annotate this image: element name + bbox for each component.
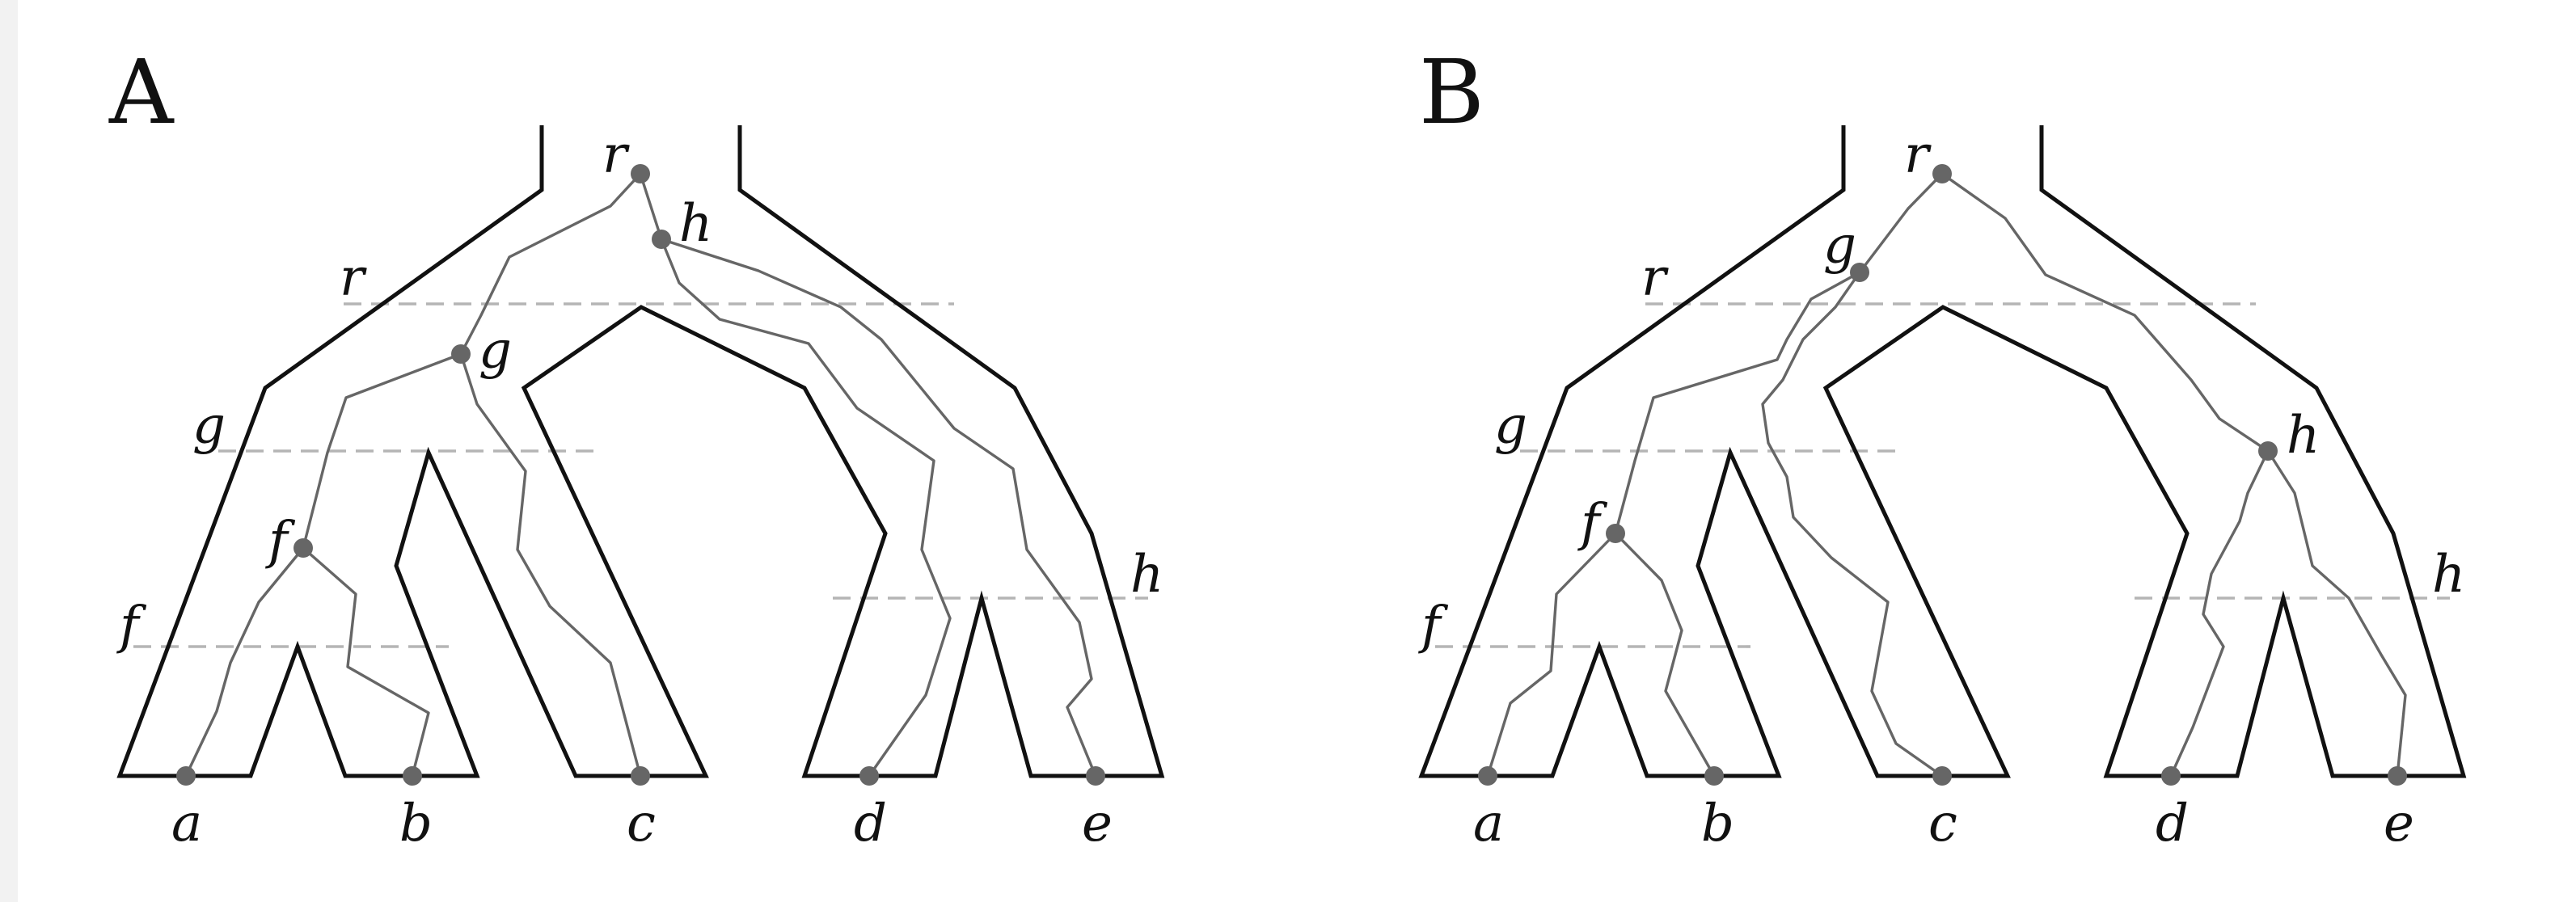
panel-a-leaf-node-b: [403, 766, 422, 786]
panel-a-gene-label-h: h: [679, 194, 712, 254]
panel-a-gene-edge-h-e: [661, 238, 1097, 777]
panel-a-gene-edge-g-f: [302, 352, 462, 549]
panel-a-species-label-g: g: [192, 396, 226, 456]
panel-b-gene-label-g: g: [1823, 216, 1856, 276]
panel-b-leaf-label-a: a: [1473, 794, 1504, 854]
panel-a-species-label-h: h: [1130, 545, 1163, 605]
panel-b-leaf-label-d: d: [2156, 794, 2189, 854]
panel-a-species-label-r: r: [340, 248, 367, 308]
panel-a-gene-edge-f-a: [184, 546, 305, 777]
panel-a-leaf-node-d: [859, 766, 879, 786]
panel-a-gene-label-r: r: [602, 125, 630, 185]
panel-b-gene-edge-r-h: [1941, 172, 2269, 453]
panel-b-species-label-r: r: [1641, 248, 1669, 308]
panel-b-gene-node-r: [1932, 164, 1952, 183]
panel-a-gene-label-g: g: [479, 321, 512, 381]
panel-a-leaf-node-c: [631, 766, 650, 786]
panel-a-gene-node-r: [631, 164, 650, 183]
panel-b-leaf-node-c: [1932, 766, 1952, 786]
panel-a-leaf-label-d: d: [854, 794, 887, 854]
panel-a-gene-node-g: [451, 344, 471, 364]
panel-b-gene-label-r: r: [1904, 125, 1932, 185]
panel-b-gene-edge-h-e: [2266, 450, 2407, 777]
panel-a-gene-edge-h-d: [660, 238, 952, 777]
panel-a-gene-node-h: [652, 230, 671, 249]
panel-b-leaf-node-e: [2388, 766, 2407, 786]
panel-b-gene-node-h: [2258, 441, 2278, 461]
panel-a-leaf-label-e: e: [1082, 794, 1113, 854]
panel-a-gene-edge-f-b: [302, 546, 430, 777]
panel-b-label: B: [1419, 40, 1484, 144]
panel-b-leaf-node-d: [2161, 766, 2181, 786]
panel-b-gene-edge-r-g: [1858, 172, 1944, 274]
panel-b-leaf-label-e: e: [2384, 794, 2414, 854]
panel-b-species-tree: [1418, 125, 2467, 778]
panel-a-leaf-node-e: [1086, 766, 1105, 786]
panel-b-species-label-g: g: [1494, 396, 1527, 456]
panel-a-leaf-label-b: b: [399, 794, 433, 854]
panel-a-species-left-wall: [116, 125, 1165, 778]
panel-a-gene-edge-r-g: [459, 172, 642, 355]
panel-b-gene-node-f: [1606, 524, 1625, 543]
panel-a-leaf-node-a: [176, 766, 196, 786]
panel-b-gene-edge-h-d: [2169, 450, 2270, 777]
left-edge-shade: [0, 0, 18, 902]
panel-a-leaf-label-a: a: [171, 794, 202, 854]
panel-a-leaf-label-c: c: [627, 794, 656, 854]
panel-b-gene-label-h: h: [2287, 406, 2320, 466]
panel-b-gene-edge-g-c: [1761, 272, 1943, 778]
panel-a-gene-node-f: [293, 538, 313, 558]
panel-b-gene-edge-f-b: [1614, 532, 1716, 777]
panel-b-gene-edge-g-f: [1614, 271, 1860, 534]
panel-b-gene-edge-f-a: [1486, 532, 1617, 777]
panel-b-leaf-label-b: b: [1701, 794, 1734, 854]
panel-a-gene-edge-r-h: [639, 173, 663, 240]
panel-b: B r g f h r g f h: [1418, 40, 2467, 854]
panel-b-gene-node-g: [1850, 263, 1869, 282]
panel-a-label: A: [108, 40, 175, 144]
panel-b-leaf-node-a: [1478, 766, 1497, 786]
panel-b-leaf-label-c: c: [1928, 794, 1957, 854]
panel-b-leaf-node-b: [1704, 766, 1724, 786]
panel-b-species-label-h: h: [2432, 545, 2465, 605]
panel-a-gene-edge-g-c: [459, 353, 642, 777]
panel-a: A r g f h r h g f: [108, 40, 1165, 854]
